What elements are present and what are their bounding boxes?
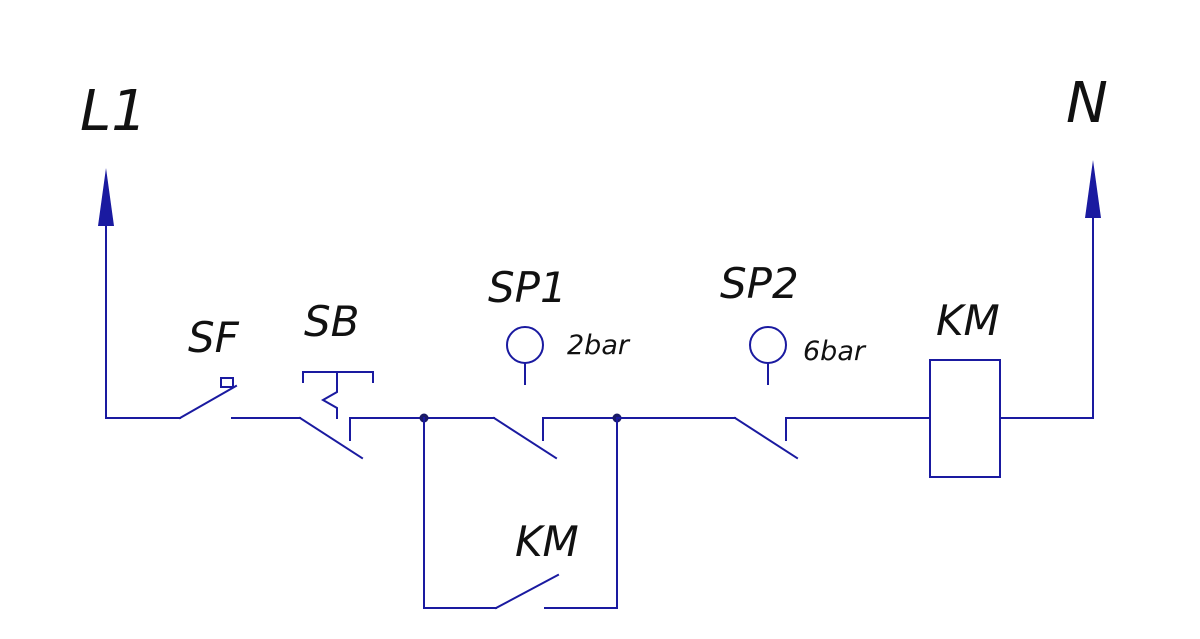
sp2-setting: 6bar	[803, 336, 867, 367]
km-coil: KM	[929, 296, 1001, 478]
km-holding-contact: KM	[423, 417, 618, 610]
l1-terminal: L1	[80, 79, 147, 419]
sp2-label: SP2	[720, 259, 799, 308]
km-coil-label: KM	[936, 296, 1000, 345]
sp2-gauge-icon	[749, 326, 787, 364]
sb-label: SB	[304, 297, 359, 346]
sf-label: SF	[188, 313, 240, 362]
l1-label: L1	[80, 79, 147, 144]
sf-breaker: SF	[178, 313, 240, 420]
sp1-label: SP1	[488, 263, 567, 312]
sb-pushbutton: SB	[298, 297, 374, 460]
n-arrow-icon	[1085, 160, 1101, 218]
breaker-latch-icon	[220, 377, 234, 388]
n-terminal: N	[1066, 71, 1108, 419]
n-label: N	[1066, 71, 1108, 136]
km-contact-label: KM	[515, 517, 579, 566]
sp2-pressure-switch: SP2 6bar	[720, 259, 867, 460]
sp1-setting: 2bar	[567, 330, 631, 361]
sp1-gauge-icon	[506, 326, 544, 364]
sp1-pressure-switch: SP1 2bar	[488, 263, 631, 460]
l1-arrow-icon	[98, 168, 114, 226]
